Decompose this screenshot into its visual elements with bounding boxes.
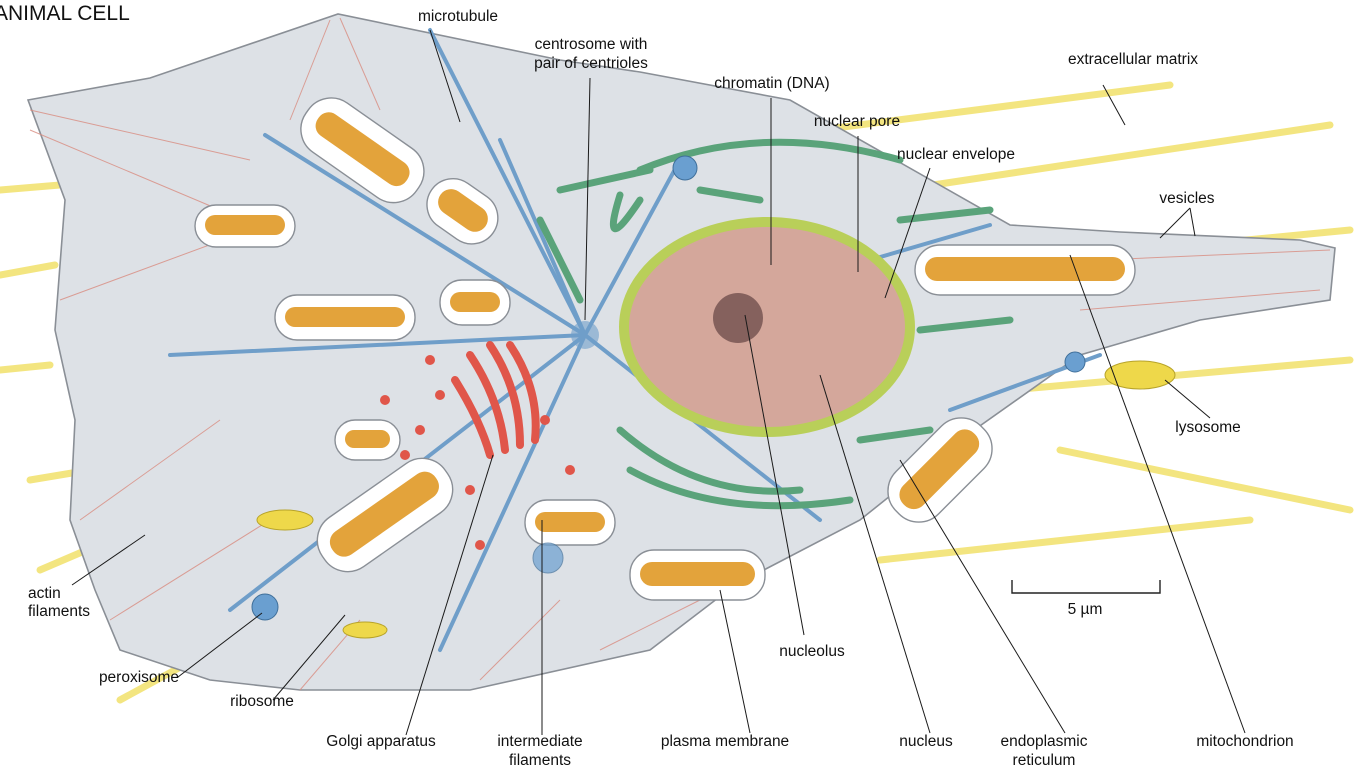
label-vesicles: vesicles [1159,190,1214,208]
label-lysosome: lysosome [1175,419,1240,437]
label-er-line1: endoplasmic [1000,733,1087,751]
diagram-title: ANIMAL CELL [0,2,130,26]
centrosome [571,321,599,349]
label-centrosome-line2: pair of centrioles [534,55,648,73]
label-chromatin: chromatin (DNA) [714,75,829,93]
label-ribosome: ribosome [230,693,294,711]
scale-bar [1012,580,1160,593]
scale-bar-label: 5 µm [1068,601,1103,619]
label-actin-line2: filaments [28,603,90,621]
label-mitochondrion: mitochondrion [1196,733,1293,751]
label-extracellular-matrix: extracellular matrix [1068,51,1198,69]
label-er-line2: reticulum [1013,752,1076,770]
nucleolus [713,293,763,343]
label-intermediate-line2: filaments [509,752,571,770]
label-golgi: Golgi apparatus [326,733,435,751]
label-nucleus: nucleus [899,733,952,751]
label-intermediate-line1: intermediate [497,733,582,751]
label-nuclear-envelope: nuclear envelope [897,146,1015,164]
nucleus-group [619,217,915,437]
label-actin-line1: actin [28,585,61,603]
label-peroxisome: peroxisome [99,669,179,687]
label-microtubule: microtubule [418,8,498,26]
nucleus [629,227,905,427]
label-nuclear-pore: nuclear pore [814,113,900,131]
label-centrosome-line1: centrosome with [535,36,648,54]
label-nucleolus: nucleolus [779,643,845,661]
label-plasma-membrane: plasma membrane [661,733,789,751]
